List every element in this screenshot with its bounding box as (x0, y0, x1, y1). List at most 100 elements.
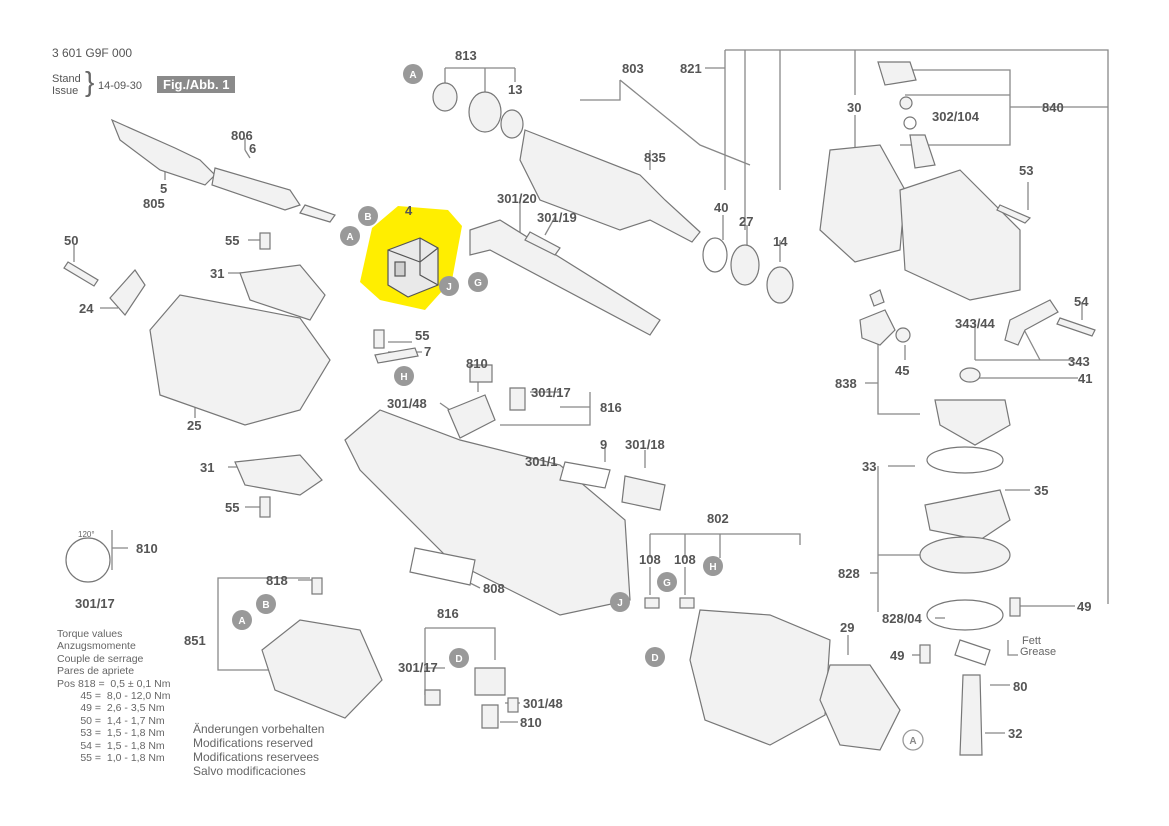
torque-row: 49 = 2,6 - 3,5 Nm (57, 702, 165, 715)
label-301-48: 301/48 (523, 696, 563, 711)
callout-a: A (409, 70, 416, 81)
callout-circle-h2 (703, 556, 723, 576)
torque-heading-es: Pares de apriete (57, 665, 135, 678)
label-816: 816 (600, 400, 622, 415)
callout-b: B (364, 212, 371, 223)
callout-circle-g1 (468, 272, 488, 292)
torque-row: 50 = 1,4 - 1,7 Nm (57, 714, 165, 727)
issue-date: 14-09-30 (98, 80, 143, 92)
callout-d: D (455, 654, 462, 665)
label-816: 816 (437, 606, 459, 621)
label-810: 810 (136, 541, 158, 556)
label-805: 805 (143, 196, 165, 211)
callout-circle-a1 (403, 64, 423, 84)
torque-heading-en: Torque values (57, 628, 123, 640)
callout-b: B (262, 600, 269, 611)
callout-circle-d2 (645, 647, 665, 667)
callout-j: J (446, 282, 452, 293)
label-343-44: 343/44 (955, 316, 996, 331)
label-301-18: 301/18 (625, 437, 665, 452)
label-810: 810 (466, 356, 488, 371)
issue-label: Issue (52, 85, 79, 97)
note-fr: Modifications reservees (193, 750, 320, 764)
callout-j: J (617, 598, 623, 609)
label-343: 343 (1068, 354, 1090, 369)
label-25: 25 (187, 418, 201, 433)
label-808: 808 (483, 581, 505, 596)
label-24: 24 (79, 301, 94, 316)
modifications-note: Änderungen vorbehalten Modifications res… (193, 722, 324, 778)
callout-circle-j2 (610, 592, 630, 612)
label-32: 32 (1008, 726, 1022, 741)
label-80: 80 (1013, 679, 1027, 694)
label-120-deg: 120° (78, 530, 95, 539)
label-13: 13 (508, 82, 522, 97)
label-301-17: 301/17 (75, 596, 115, 611)
note-en: Modifications reserved (193, 736, 314, 750)
label-14: 14 (773, 234, 788, 249)
torque-row: 55 = 1,0 - 1,8 Nm (57, 752, 165, 765)
callout-circle-b1 (358, 206, 378, 226)
label-29: 29 (840, 620, 854, 635)
callout-circle-b2 (256, 594, 276, 614)
label-55: 55 (225, 233, 239, 248)
label-108: 108 (639, 552, 661, 567)
stand-label: Stand (52, 73, 81, 85)
label-31: 31 (210, 266, 224, 281)
label-41: 41 (1078, 371, 1092, 386)
torque-row: 53 = 1,5 - 1,8 Nm (57, 727, 165, 740)
label-301-19: 301/19 (537, 210, 577, 225)
callout-circle-j1 (439, 276, 459, 296)
label-31: 31 (200, 460, 214, 475)
label-grease: Grease (1020, 646, 1056, 658)
brace-icon: } (85, 66, 95, 97)
label-55: 55 (225, 500, 239, 515)
figure-badge: Fig./Abb. 1 (157, 76, 236, 93)
label-53: 53 (1019, 163, 1033, 178)
callout-a: A (909, 736, 916, 747)
callout-h: H (400, 372, 407, 383)
label-30: 30 (847, 100, 861, 115)
torque-row: Pos 818 = 0,5 ± 0,1 Nm (57, 677, 171, 690)
callout-h: H (709, 562, 716, 573)
label-7: 7 (424, 344, 431, 359)
label-54: 54 (1074, 294, 1089, 309)
highlighted-switch-part[interactable] (360, 206, 462, 310)
label-803: 803 (622, 61, 644, 76)
label-301-17: 301/17 (398, 660, 438, 675)
torque-row: 45 = 8,0 - 12,0 Nm (57, 690, 171, 703)
label-108: 108 (674, 552, 696, 567)
part-number: 3 601 G9F 000 (52, 46, 133, 60)
label-828-04: 828/04 (882, 611, 923, 626)
label-301-20: 301/20 (497, 191, 537, 206)
label-9: 9 (600, 437, 607, 452)
label-301-1: 301/1 (525, 454, 558, 469)
label-50: 50 (64, 233, 78, 248)
torque-heading-fr: Couple de serrage (57, 652, 144, 665)
stand-issue-label: Stand Issue (52, 73, 81, 97)
label-4: 4 (405, 203, 413, 218)
label-806: 806 (231, 128, 253, 143)
callout-d: D (651, 653, 658, 664)
label-49: 49 (1077, 599, 1091, 614)
label-828: 828 (838, 566, 860, 581)
callout-g: G (474, 278, 482, 289)
label-802: 802 (707, 511, 729, 526)
callout-a: A (238, 616, 245, 627)
label-45: 45 (895, 363, 909, 378)
callout-circles (232, 64, 924, 751)
torque-heading-de: Anzugsmomente (57, 640, 136, 653)
label-55: 55 (415, 328, 429, 343)
label-851: 851 (184, 633, 206, 648)
callout-circle-a2 (340, 226, 360, 246)
label-301-48: 301/48 (387, 396, 427, 411)
label-838: 838 (835, 376, 857, 391)
label-fett: Fett (1022, 635, 1041, 647)
label-821: 821 (680, 61, 702, 76)
callout-a: A (346, 232, 353, 243)
label-835: 835 (644, 150, 666, 165)
label-33: 33 (862, 459, 876, 474)
label-6: 6 (249, 141, 256, 156)
